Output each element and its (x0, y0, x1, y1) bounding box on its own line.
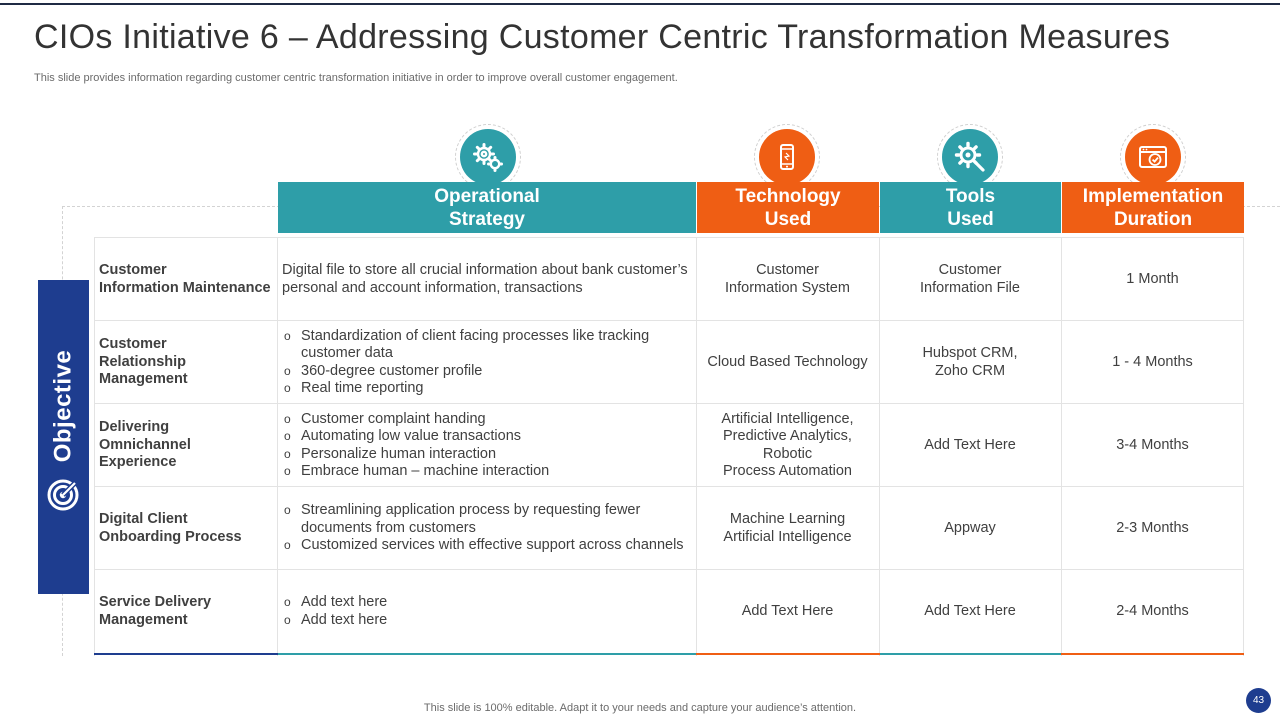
slide-title: CIOs Initiative 6 – Addressing Customer … (34, 18, 1171, 56)
row-technology-used: Artificial Intelligence, Predictive Anal… (721, 410, 854, 480)
row-tools-used: Add Text Here (924, 602, 1016, 619)
row-operational-strategy: Digital file to store all crucial inform… (277, 238, 696, 321)
gear-wrench-icon (954, 141, 985, 172)
strategy-bullet: Customized services with effective suppo… (282, 537, 692, 555)
strategy-bullet: Customer complaint handing (282, 411, 549, 429)
strategy-bullet: Personalize human interaction (282, 446, 549, 464)
header-icon-tools (937, 124, 1003, 190)
row-implementation-duration: 1 - 4 Months (1112, 353, 1193, 370)
target-icon (47, 479, 79, 511)
smartphone-icon (780, 144, 794, 170)
footer-note: This slide is 100% editable. Adapt it to… (423, 702, 857, 714)
row-objective: Service Delivery Management (99, 594, 212, 628)
table-row: Customer Relationship Management Standard… (94, 321, 1244, 404)
table-row: Digital Client Onboarding Process Streaml… (94, 487, 1244, 570)
table-bottom-accent-orange (696, 653, 880, 655)
header-icon-operational (455, 124, 521, 190)
row-tools-used: Hubspot CRM, Zoho CRM (922, 345, 1018, 379)
header-icon-duration (1120, 124, 1186, 190)
strategy-bullet: Automating low value transactions (282, 428, 549, 446)
strategy-text: Digital file to store all crucial inform… (282, 262, 688, 296)
top-rule (0, 3, 1280, 5)
row-tools-used: Appway (944, 519, 996, 536)
row-technology-used: Machine Learning Artificial Intelligence (723, 511, 852, 545)
row-operational-strategy: Streamlining application process by requ… (277, 487, 696, 570)
table-row: Service Delivery ManagementAdd text here… (94, 570, 1244, 653)
strategy-bullet: Add text here (282, 612, 387, 630)
objective-side-bar (38, 280, 89, 594)
row-objective: Customer Relationship Management (99, 336, 188, 388)
row-tools-used: Customer Information File (920, 262, 1020, 296)
strategy-bullet: Real time reporting (282, 380, 692, 398)
objective-label-wrap: Objective (38, 346, 89, 466)
strategy-bullet: 360-degree customer profile (282, 363, 692, 381)
row-objective: Delivering Omnichannel Experience (99, 419, 191, 471)
strategy-bullet-list: Customer complaint handingAutomating low… (282, 411, 549, 481)
table-row: Customer Information Maintenance Digital … (94, 238, 1244, 321)
row-tools-used: Add Text Here (924, 436, 1016, 453)
page-number: 43 (1246, 688, 1271, 713)
strategy-bullet: Streamlining application process by requ… (282, 502, 692, 537)
strategy-bullet-list: Standardization of client facing process… (282, 328, 692, 398)
objective-label: Objective (49, 349, 77, 463)
row-technology-used: Customer Information System (725, 262, 850, 296)
row-implementation-duration: 1 Month (1126, 270, 1179, 287)
strategy-bullet: Add text here (282, 594, 387, 612)
row-technology-used: Add Text Here (741, 602, 834, 619)
gears-icon (473, 143, 503, 172)
browser-clock-icon (1139, 146, 1167, 168)
row-operational-strategy: Customer complaint handingAutomating low… (277, 404, 696, 487)
strategy-bullet: Standardization of client facing process… (282, 328, 692, 363)
row-technology-used: Cloud Based Technology (707, 353, 868, 370)
table-row: Delivering Omnichannel Experience Custome… (94, 404, 1244, 487)
header-icon-technology (754, 124, 820, 190)
row-implementation-duration: 3-4 Months (1116, 436, 1189, 453)
row-implementation-duration: 2-4 Months (1116, 602, 1189, 619)
row-operational-strategy: Standardization of client facing process… (277, 321, 696, 404)
row-objective: Customer Information Maintenance (99, 262, 271, 296)
strategy-bullet-list: Streamlining application process by requ… (282, 502, 692, 555)
row-objective: Digital Client Onboarding Process (99, 511, 242, 545)
table-bottom-accent-orange-2 (1061, 653, 1244, 655)
slide-subtitle: This slide provides information regardin… (34, 72, 678, 84)
row-implementation-duration: 2-3 Months (1116, 519, 1189, 536)
table-bottom-accent-navy (94, 653, 278, 655)
strategy-bullet: Embrace human – machine interaction (282, 463, 549, 481)
